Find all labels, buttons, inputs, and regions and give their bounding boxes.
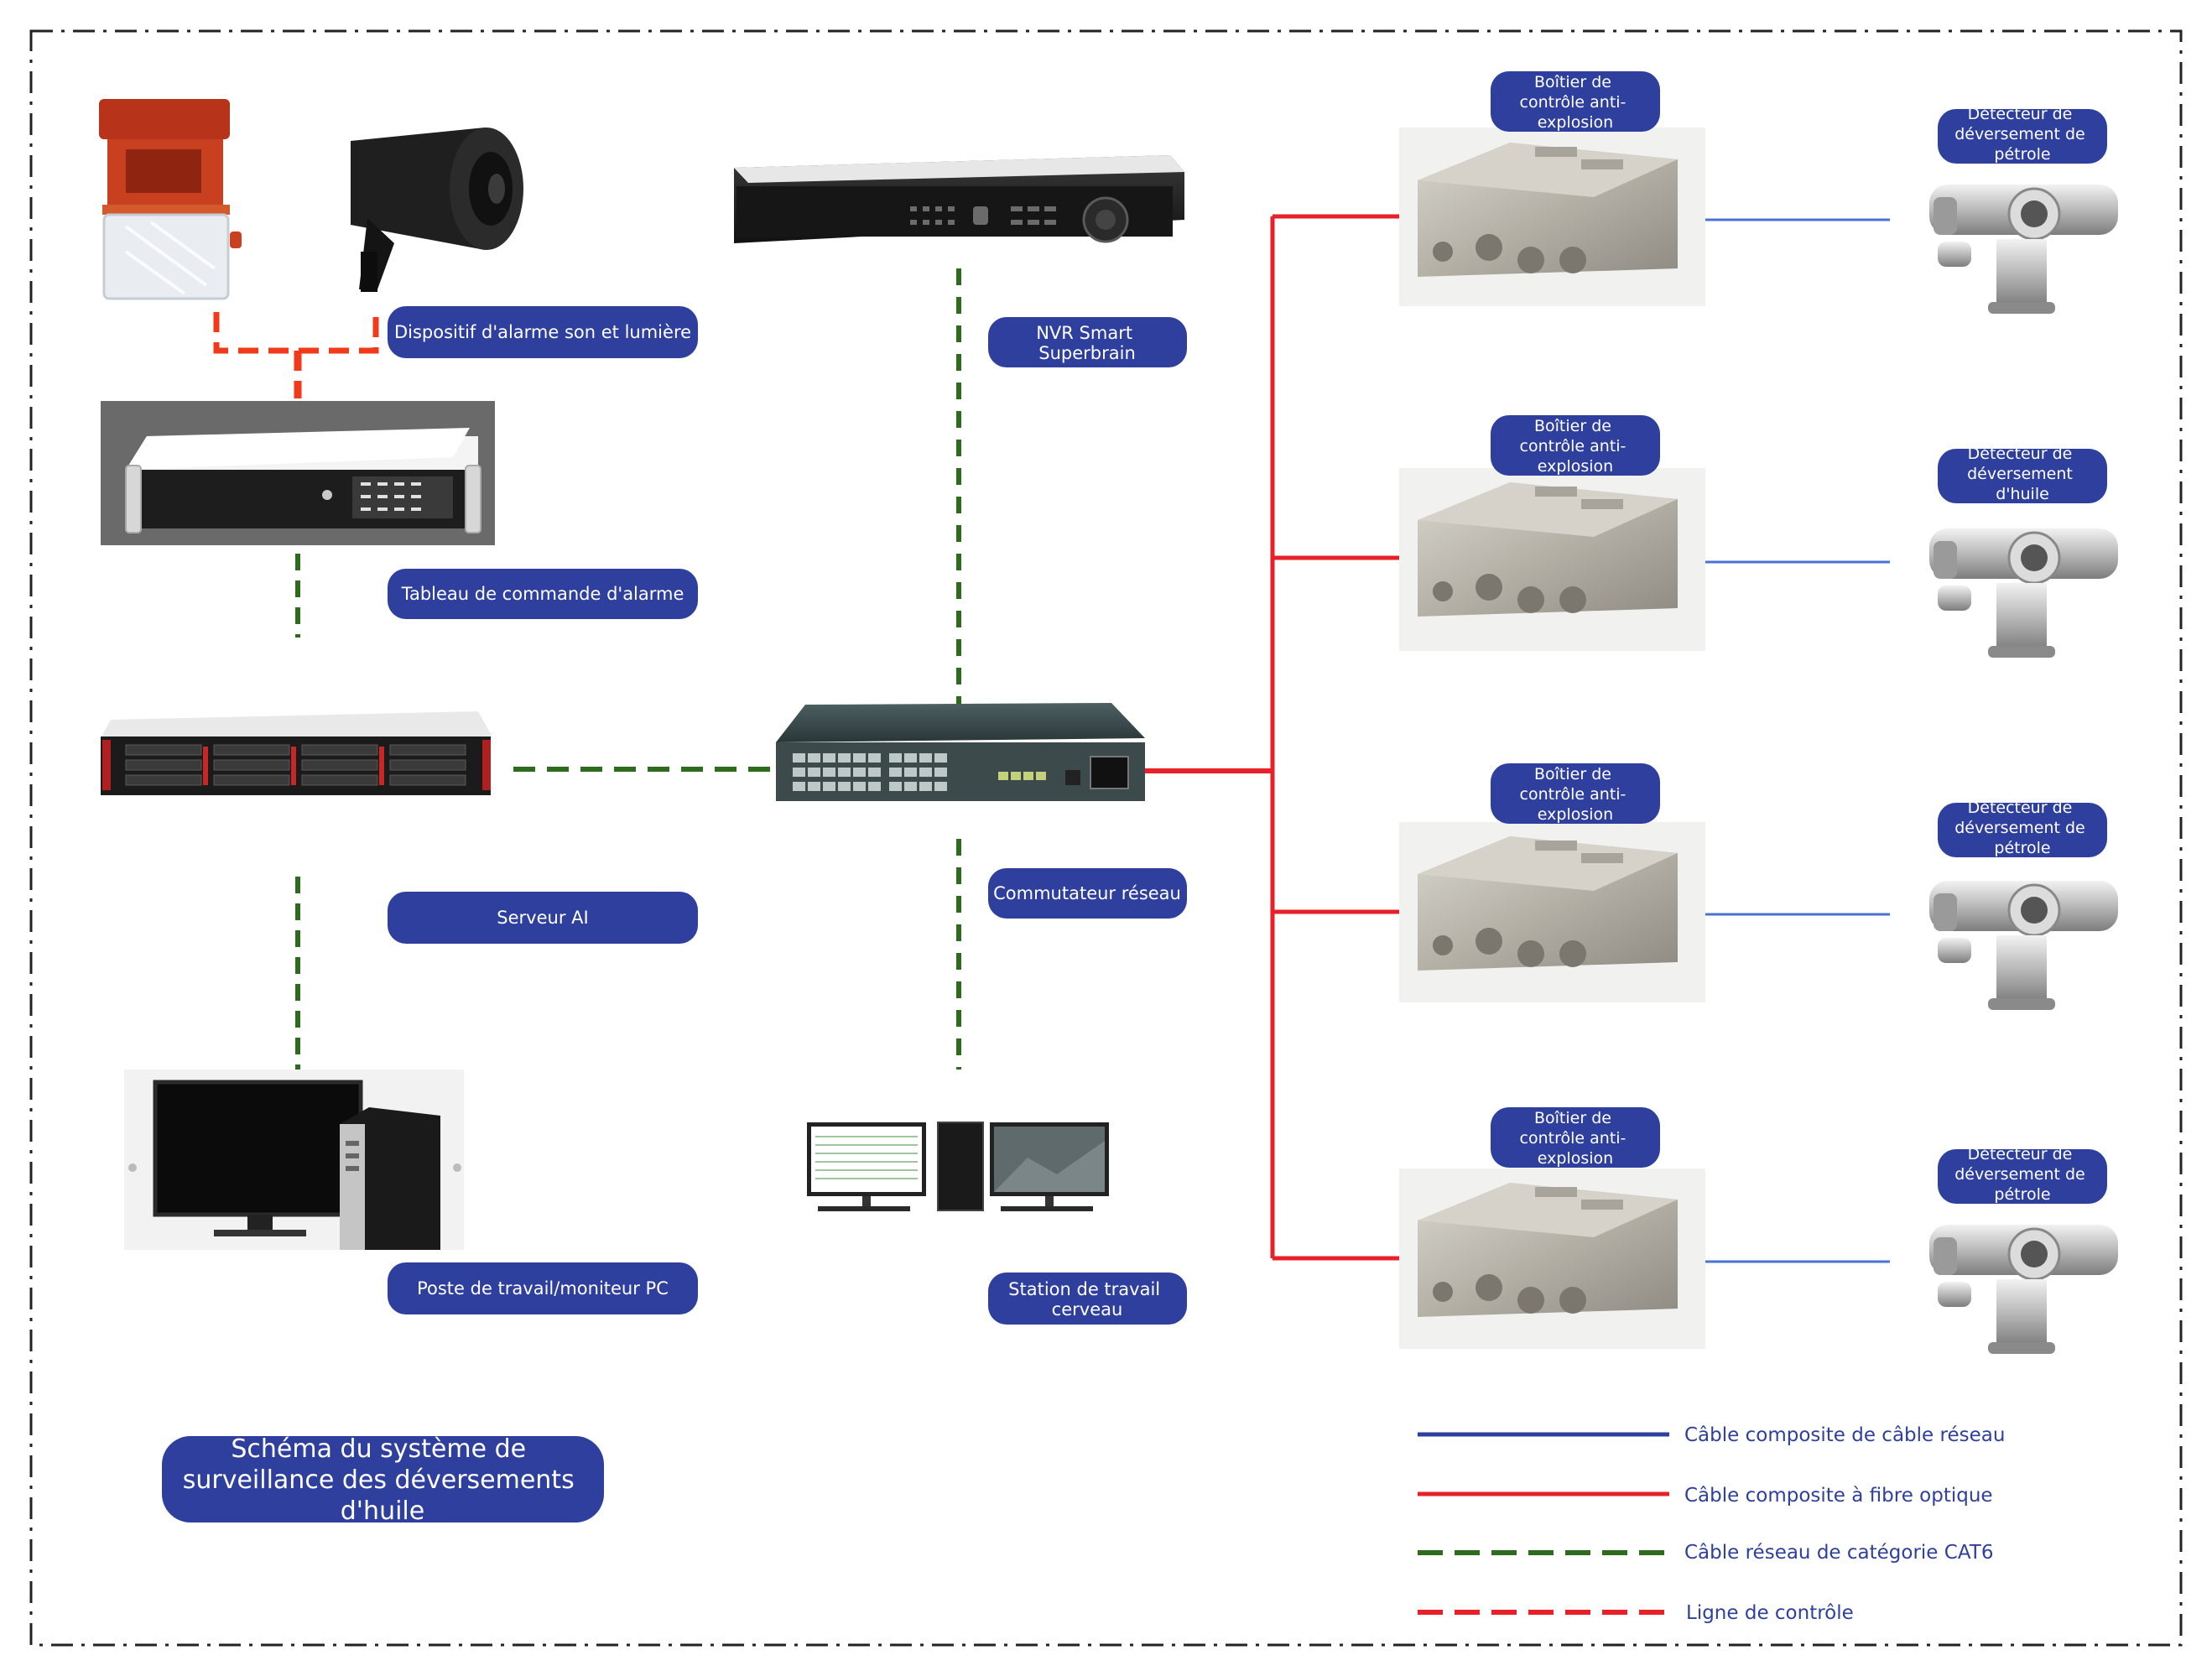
label-ai-server: Serveur AI (388, 892, 698, 944)
spill-detector-image-4 (1929, 1225, 2118, 1354)
svg-text:Détecteur de déverseme: Détecteur de déversement de pétrole (1954, 105, 2090, 164)
label-detector-1-line-1: Détecteur de (1968, 105, 2073, 123)
diagram-border (29, 29, 2183, 1647)
label-box-1: Boîtier de contrôle anti- explosion (1491, 71, 1660, 132)
explosion-box-image-2 (1399, 468, 1705, 651)
horn-speaker-image (351, 128, 523, 292)
explosion-box-image-1 (1399, 128, 1705, 306)
label-box-3-line-3: explosion (1538, 805, 1613, 824)
label-nvr-line-1: NVR Smart (1036, 323, 1132, 343)
legend-label-network-composite: Câble composite de câble réseau (1684, 1424, 2005, 1446)
svg-text:Boîtier de contrôle an: Boîtier de contrôle anti- explosion (1520, 417, 1632, 476)
svg-text:Dispositif d'alarme son et lum: Dispositif d'alarme son et lumière (394, 322, 691, 342)
label-detector-3: Détecteur de déversement de pétrole (1938, 799, 2107, 857)
label-box-1-line-1: Boîtier de (1534, 73, 1611, 91)
legend-label-cat6: Câble réseau de catégorie CAT6 (1684, 1542, 1993, 1564)
label-alarm-device: Dispositif d'alarme son et lumière (388, 306, 698, 358)
brain-workstation-image (807, 1122, 1109, 1211)
svg-text:Détecteur de déverseme: Détecteur de déversement de pétrole (1954, 799, 2090, 857)
label-detector-2: Détecteur de déversement d'huile (1938, 445, 2107, 503)
svg-text:Serveur AI: Serveur AI (497, 908, 588, 928)
label-box-3: Boîtier de contrôle anti- explosion (1491, 763, 1660, 824)
svg-text:Boîtier de contrôle an: Boîtier de contrôle anti- explosion (1520, 765, 1632, 824)
svg-text:Station de travail cer: Station de travail cerveau (1008, 1279, 1166, 1319)
ai-server-image (101, 711, 491, 795)
label-pc-workstation-line-1: Poste de travail/moniteur PC (417, 1278, 669, 1299)
svg-text:Poste de travail/moniteur PC: Poste de travail/moniteur PC (417, 1278, 669, 1299)
legend-item-control-line: Ligne de contrôle (1418, 1602, 1854, 1624)
label-detector-4-line-3: pétrole (1994, 1185, 2050, 1204)
label-box-1-line-2: contrôle anti- (1520, 93, 1626, 112)
spill-detector-image-1 (1929, 185, 2118, 314)
legend-item-network-composite: Câble composite de câble réseau (1418, 1424, 2005, 1446)
legend-item-fiber-composite: Câble composite à fibre optique (1418, 1485, 1993, 1507)
label-nvr: NVR Smart Superbrain (988, 317, 1187, 367)
label-detector-2-line-2: déversement (1967, 465, 2073, 483)
label-brain-workstation: Station de travail cerveau (988, 1273, 1187, 1325)
label-box-1-line-3: explosion (1538, 113, 1613, 132)
label-pc-workstation: Poste de travail/moniteur PC (388, 1262, 698, 1314)
label-box-4-line-2: contrôle anti- (1520, 1129, 1626, 1148)
pc-workstation-image (124, 1070, 464, 1250)
title-line-2: surveillance des déversements (183, 1465, 575, 1495)
label-detector-1: Détecteur de déversement de pétrole (1938, 105, 2107, 164)
alarm-beacon-image (99, 99, 242, 300)
label-box-4-line-1: Boîtier de (1534, 1109, 1611, 1127)
label-box-2-line-1: Boîtier de (1534, 417, 1611, 435)
alarm-panel-image (101, 401, 495, 545)
label-detector-2-line-3: d'huile (1996, 485, 2049, 503)
label-network-switch: Commutateur réseau (988, 868, 1187, 919)
explosion-box-image-3 (1399, 822, 1705, 1002)
label-brain-workstation-line-2: cerveau (1052, 1299, 1123, 1319)
control-line-alarm (213, 312, 379, 354)
label-box-4: Boîtier de contrôle anti- explosion (1491, 1107, 1660, 1168)
label-detector-1-line-3: pétrole (1994, 145, 2050, 164)
title-line-3: d'huile (341, 1496, 424, 1526)
label-box-4-line-3: explosion (1538, 1149, 1613, 1168)
spill-detector-image-3 (1929, 881, 2118, 1010)
label-alarm-panel: Tableau de commande d'alarme (388, 569, 698, 619)
svg-text:Détecteur de déverseme: Détecteur de déversement de pétrole (1954, 1145, 2090, 1204)
svg-text:NVR Smart Superbrain: NVR Smart Superbrain (1036, 323, 1138, 363)
label-nvr-line-2: Superbrain (1038, 343, 1136, 363)
label-detector-3-line-1: Détecteur de (1968, 799, 2073, 817)
svg-text:Tableau de commande d'alarme: Tableau de commande d'alarme (401, 584, 684, 604)
spill-detector-image-2 (1929, 528, 2118, 658)
legend-label-control-line: Ligne de contrôle (1686, 1602, 1854, 1624)
label-detector-4: Détecteur de déversement de pétrole (1938, 1145, 2107, 1204)
label-brain-workstation-line-1: Station de travail (1008, 1279, 1160, 1299)
label-detector-3-line-2: déversement de (1954, 819, 2085, 837)
legend-item-cat6: Câble réseau de catégorie CAT6 (1418, 1542, 1993, 1564)
label-detector-4-line-2: déversement de (1954, 1165, 2085, 1184)
label-pills: Dispositif d'alarme son et lumière NVR S… (388, 71, 2107, 1325)
svg-text:Détecteur de déverseme: Détecteur de déversement d'huile (1967, 445, 2078, 503)
label-detector-1-line-2: déversement de (1954, 125, 2085, 143)
legend: Câble composite de câble réseau Câble co… (1418, 1424, 2005, 1624)
label-box-3-line-1: Boîtier de (1534, 765, 1611, 783)
label-network-switch-line-1: Commutateur réseau (993, 883, 1181, 903)
connections (213, 214, 1890, 1263)
svg-text:Boîtier de contrôle an: Boîtier de contrôle anti- explosion (1520, 1109, 1632, 1168)
svg-text:Commutateur réseau: Commutateur réseau (993, 883, 1181, 903)
label-box-2-line-3: explosion (1538, 457, 1613, 476)
network-switch-image (776, 703, 1145, 801)
label-alarm-panel-line-1: Tableau de commande d'alarme (401, 584, 684, 604)
explosion-box-image-4 (1399, 1169, 1705, 1349)
title-line-1: Schéma du système de (231, 1434, 526, 1464)
diagram-title: Schéma du système de surveillance des dé… (162, 1434, 604, 1526)
svg-text:Boîtier de contrôle an: Boîtier de contrôle anti- explosion (1520, 73, 1632, 132)
label-detector-3-line-3: pétrole (1994, 839, 2050, 857)
label-box-2-line-2: contrôle anti- (1520, 437, 1626, 455)
legend-label-fiber-composite: Câble composite à fibre optique (1684, 1485, 1993, 1507)
label-detector-2-line-1: Détecteur de (1968, 445, 2073, 463)
label-detector-4-line-1: Détecteur de (1968, 1145, 2073, 1163)
label-ai-server-line-1: Serveur AI (497, 908, 588, 928)
label-box-3-line-2: contrôle anti- (1520, 785, 1626, 804)
label-box-2: Boîtier de contrôle anti- explosion (1491, 415, 1660, 476)
nvr-image (734, 155, 1184, 243)
label-alarm-device-line-1: Dispositif d'alarme son et lumière (394, 322, 691, 342)
svg-text:Schéma du système de sur: Schéma du système de surveillance des dé… (183, 1434, 583, 1526)
